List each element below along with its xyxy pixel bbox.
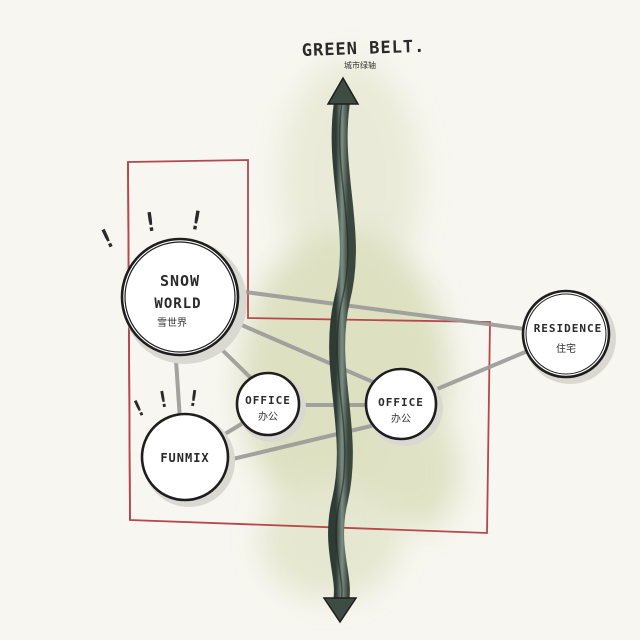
office-right-label: OFFICE: [378, 396, 424, 409]
snow-world-chinese: 雪世界: [157, 317, 187, 329]
node-residence: RESIDENCE 住宅: [521, 289, 616, 384]
green-wash: [240, 60, 460, 600]
link-snow-residence: [228, 288, 557, 335]
office-left-chinese: 办公: [258, 410, 278, 423]
node-funmix: FUNMIX: [140, 412, 235, 507]
node-office-left: OFFICE 办公: [235, 371, 306, 442]
green-belt-arrow: [322, 76, 360, 624]
zone-inner-edge: [127, 161, 131, 521]
exclamation-mark: !: [185, 386, 203, 413]
title-english: GREEN BELT.: [301, 37, 425, 61]
funmix-label: FUNMIX: [160, 451, 209, 465]
exclamation-mark: !: [141, 207, 162, 239]
title-chinese: 城市绿轴: [344, 60, 376, 70]
link-snow-office-right: [228, 318, 382, 387]
exclamation-mark: !: [128, 395, 151, 424]
residence-label: RESIDENCE: [534, 322, 603, 335]
exclamation-mark: !: [186, 205, 208, 237]
office-left-label: OFFICE: [245, 394, 291, 407]
exclamation-mark: !: [94, 222, 122, 256]
node-snow-world: SNOW WORLD 雪世界: [120, 237, 247, 364]
node-office-right: OFFICE 办公: [364, 367, 443, 446]
exclamation-mark: !: [155, 387, 173, 414]
link-snow-funmix: [174, 358, 182, 422]
office-right-chinese: 办公: [391, 412, 411, 425]
residence-chinese: 住宅: [556, 342, 576, 355]
snow-world-line2: WORLD: [154, 296, 201, 312]
arrow-head-down: [322, 597, 358, 624]
snow-world-line1: SNOW: [160, 272, 200, 290]
arrow-head-up: [326, 76, 360, 105]
link-office-right-residence: [428, 348, 532, 394]
